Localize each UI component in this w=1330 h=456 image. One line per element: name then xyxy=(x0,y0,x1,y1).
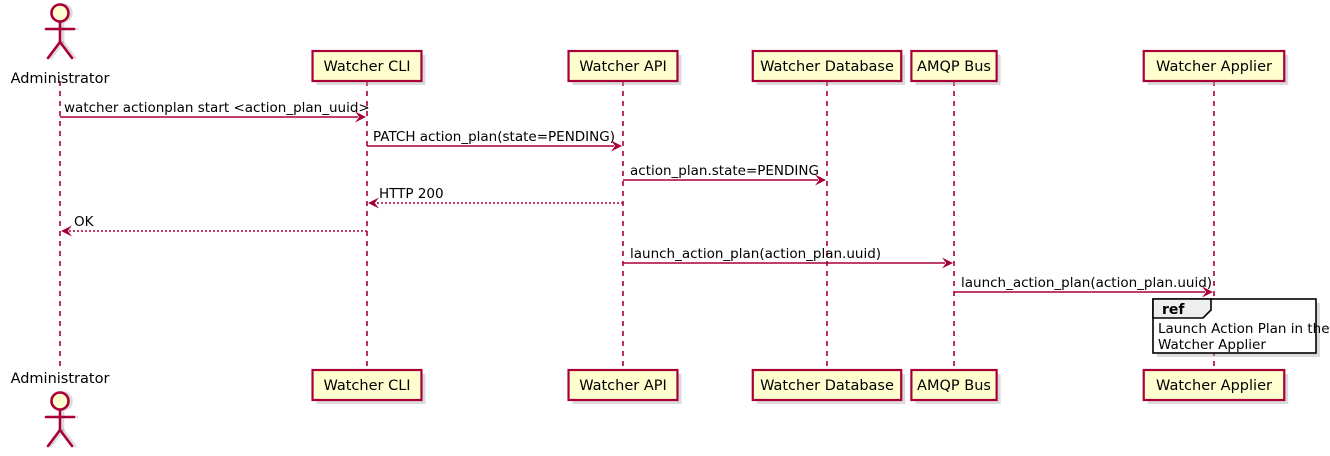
message-label-2: PATCH action_plan(state=PENDING) xyxy=(373,129,615,145)
arrow-head-icon xyxy=(942,257,953,269)
message-label-6: launch_action_plan(action_plan.uuid) xyxy=(630,246,881,262)
participant-label-watcher-api: Watcher API xyxy=(579,378,667,394)
message-6: launch_action_plan(action_plan.uuid) xyxy=(623,246,953,269)
participant-label-amqp-bus: AMQP Bus xyxy=(917,378,991,394)
participant-label-watcher-database: Watcher Database xyxy=(760,59,894,75)
participant-box-watcher-database-top[interactable]: Watcher Database xyxy=(751,49,906,85)
ref-body-line-0: Launch Action Plan in the xyxy=(1158,321,1330,337)
ref-body-line-1: Watcher Applier xyxy=(1158,337,1266,353)
participant-box-rect[interactable] xyxy=(567,368,679,402)
participant-box-watcher-applier-top[interactable]: Watcher Applier xyxy=(1142,49,1289,85)
actor-head-icon xyxy=(50,3,70,23)
actor-administrator xyxy=(44,391,79,448)
participant-box-watcher-api-top[interactable]: Watcher API xyxy=(567,49,682,85)
arrow-head-icon xyxy=(355,111,366,123)
actor-leg-r-shadow xyxy=(61,40,77,60)
participant-box-watcher-api-bottom[interactable]: Watcher API xyxy=(567,368,682,404)
actor-administrator xyxy=(44,3,79,60)
participant-box-amqp-bus-top[interactable]: AMQP Bus xyxy=(910,49,1001,85)
message-label-7: launch_action_plan(action_plan.uuid) xyxy=(961,275,1212,291)
message-label-1: watcher actionplan start <action_plan_uu… xyxy=(64,100,370,116)
actor-leg-right xyxy=(58,40,74,60)
arrow-head-icon xyxy=(61,225,72,237)
actor-head-icon xyxy=(50,391,70,411)
participant-box-rect[interactable] xyxy=(311,49,423,83)
participant-box-rect[interactable] xyxy=(567,49,679,83)
message-1: watcher actionplan start <action_plan_uu… xyxy=(60,100,370,123)
message-label-3: action_plan.state=PENDING xyxy=(630,163,819,179)
participant-box-rect[interactable] xyxy=(1142,368,1286,402)
participant-box-watcher-database-bottom[interactable]: Watcher Database xyxy=(751,368,906,404)
actor-leg-right xyxy=(58,428,74,448)
participant-label-watcher-applier: Watcher Applier xyxy=(1156,378,1272,394)
participant-box-rect[interactable] xyxy=(311,368,423,402)
participant-label-watcher-cli: Watcher CLI xyxy=(323,59,410,75)
participant-label-amqp-bus: AMQP Bus xyxy=(917,59,991,75)
message-2: PATCH action_plan(state=PENDING) xyxy=(367,129,622,152)
ref-tag-shape xyxy=(1152,298,1212,319)
participant-label-watcher-api: Watcher API xyxy=(579,59,667,75)
message-3: action_plan.state=PENDING xyxy=(623,163,826,186)
participant-box-rect[interactable] xyxy=(1142,49,1286,83)
participant-box-amqp-bus-bottom[interactable]: AMQP Bus xyxy=(910,368,1001,404)
participant-box-watcher-cli-bottom[interactable]: Watcher CLI xyxy=(311,368,426,404)
arrow-head-icon xyxy=(611,140,622,152)
participant-box-watcher-cli-top[interactable]: Watcher CLI xyxy=(311,49,426,85)
arrow-head-icon xyxy=(815,174,826,186)
actor-label-administrator: Administrator xyxy=(11,71,110,87)
message-5: OK xyxy=(61,214,367,237)
message-7: launch_action_plan(action_plan.uuid) xyxy=(954,275,1213,298)
arrow-head-icon xyxy=(368,197,379,209)
actor-label-administrator: Administrator xyxy=(11,371,110,387)
participant-box-rect[interactable] xyxy=(751,49,903,83)
actor-leg-r-shadow xyxy=(61,428,77,448)
actor-leg-left xyxy=(46,40,62,60)
participant-label-watcher-cli: Watcher CLI xyxy=(323,378,410,394)
actor-leg-left xyxy=(46,428,62,448)
participant-label-watcher-database: Watcher Database xyxy=(760,378,894,394)
participant-box-rect[interactable] xyxy=(910,49,998,83)
arrow-head-icon xyxy=(1202,286,1213,298)
participant-box-watcher-applier-bottom[interactable]: Watcher Applier xyxy=(1142,368,1289,404)
participant-label-watcher-applier: Watcher Applier xyxy=(1156,59,1272,75)
participant-box-rect[interactable] xyxy=(910,368,998,402)
participant-box-rect[interactable] xyxy=(751,368,903,402)
message-label-4: HTTP 200 xyxy=(379,186,444,202)
message-4: HTTP 200 xyxy=(368,186,623,209)
ref-tag-label: ref xyxy=(1162,302,1185,318)
message-label-5: OK xyxy=(74,214,95,230)
